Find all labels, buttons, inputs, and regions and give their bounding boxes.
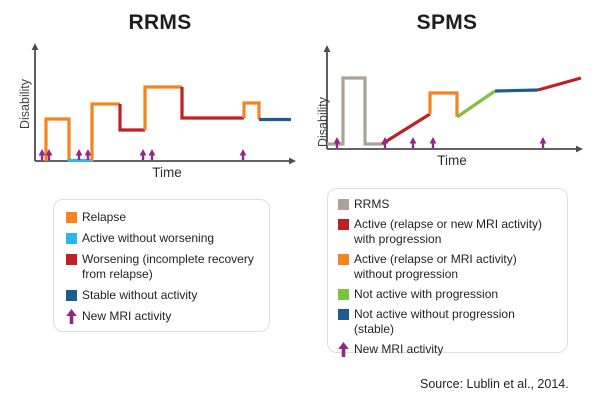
legend-item-active-without-worsening: Active without worsening (66, 231, 257, 246)
rrms-mri-activity-arrow-head (84, 149, 92, 156)
spms-course-segment-blue-4 (494, 88, 539, 93)
legend-item-rrms-phase: RRMS (338, 197, 557, 212)
spms-mri-activity-arrow-head (381, 137, 389, 144)
spms-chart-title: SPMS (416, 11, 478, 34)
active-without-progression-color-chip (338, 254, 349, 265)
rrms-course-segment-orange-4 (143, 85, 182, 130)
not-active-stable-color-chip (338, 309, 349, 320)
spms-mri-activity-arrow-head (429, 137, 437, 144)
legend-item-active-with-progression: Active (relapse or new MRI activity) wit… (338, 217, 557, 247)
rrms-mri-activity-arrow-head (38, 149, 46, 156)
rrms-mri-activity-arrow-head (239, 149, 247, 156)
legend-label: Relapse (82, 210, 127, 224)
rrms-mri-activity-arrow-head (148, 149, 156, 156)
worsening-color-chip (66, 254, 77, 265)
rrms-course-segment-orange-0 (44, 117, 71, 161)
rrms-course-segment-red-5 (180, 87, 244, 120)
spms-x-axis-label: Time (437, 153, 467, 168)
rrms-mri-activity-arrow-head (139, 149, 147, 156)
relapse-color-chip (66, 212, 77, 223)
rrms-mri-activity-arrow-head (45, 149, 53, 156)
spms-course-segment-green-3 (456, 89, 496, 119)
source-citation: Source: Lublin et al., 2014. (420, 377, 569, 391)
rrms-x-axis-arrowhead (289, 157, 296, 165)
legend-label: Stable without activity (82, 288, 198, 302)
rrms-legend-box: Relapse Active without worsening Worseni… (53, 199, 270, 332)
spms-mri-activity-arrow-head (333, 137, 341, 144)
rrms-course-segment-red-3 (118, 104, 145, 132)
spms-course-segment-orange-2 (428, 91, 459, 117)
active-without-worsening-color-chip (66, 233, 77, 244)
mri-arrow-icon (338, 342, 349, 357)
spms-mri-activity-arrow-head (539, 137, 547, 144)
spms-y-axis-label: Disability (316, 97, 330, 148)
legend-label: New MRI activity (354, 342, 444, 356)
not-active-with-progression-color-chip (338, 289, 349, 300)
spms-course-segment-red-1 (381, 112, 431, 146)
legend-item-new-mri-activity: New MRI activity (66, 309, 257, 324)
rrms-phase-color-chip (338, 199, 349, 210)
legend-item-relapse: Relapse (66, 210, 257, 225)
spms-course-segment-red-5 (537, 76, 582, 92)
spms-legend-box: RRMS Active (relapse or new MRI activity… (327, 188, 568, 357)
legend-item-stable: Stable without activity (66, 288, 257, 303)
rrms-y-axis-arrowhead (31, 43, 39, 50)
legend-item-not-active-with-progression: Not active with progression (338, 287, 557, 302)
legend-label: Not active without progression (stable) (354, 307, 515, 336)
legend-label: RRMS (354, 197, 390, 211)
spms-x-axis-arrowhead (576, 145, 583, 153)
legend-item-worsening: Worsening (incomplete recovery from rela… (66, 252, 257, 282)
legend-label: New MRI activity (82, 309, 172, 323)
active-with-progression-color-chip (338, 219, 349, 230)
spms-y-axis-arrowhead (323, 45, 331, 52)
spms-mri-activity-arrow-head (409, 137, 417, 144)
rrms-y-axis-label: Disability (18, 79, 32, 130)
stable-color-chip (66, 290, 77, 301)
legend-item-not-active-stable: Not active without progression (stable) (338, 307, 557, 337)
rrms-mri-activity-arrow-head (75, 149, 83, 156)
legend-item-active-without-progression: Active (relapse or MRI activity) without… (338, 252, 557, 282)
legend-label: Not active with progression (354, 287, 499, 301)
rrms-chart-title: RRMS (128, 11, 192, 34)
legend-item-new-mri-activity: New MRI activity (338, 342, 557, 357)
mri-arrow-icon (66, 309, 77, 324)
legend-label: Active (relapse or new MRI activity) wit… (354, 217, 543, 246)
rrms-course-segment-orange-6 (242, 101, 261, 120)
spms-course-segment-gray-0 (327, 76, 382, 146)
rrms-course-segment-orange-2 (90, 102, 120, 161)
legend-label: Worsening (incomplete recovery from rela… (82, 252, 254, 281)
rrms-x-axis-label: Time (152, 165, 182, 180)
legend-label: Active without worsening (82, 231, 215, 245)
legend-label: Active (relapse or MRI activity) without… (354, 252, 517, 281)
